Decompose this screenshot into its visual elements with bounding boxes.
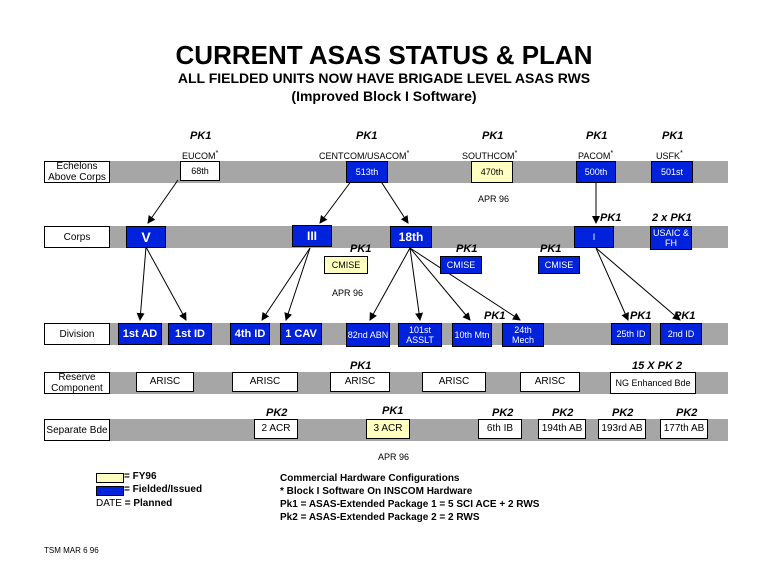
pk1-cmise-2: PK1 [456,243,478,255]
div-101st: 101st ASSLT [398,323,442,347]
legend-date: DATE = Planned [96,498,173,509]
div-1st-ad: 1st AD [118,323,162,345]
pk1-usaic: 2 x PK1 [652,212,692,224]
div-1st-id: 1st ID [168,323,212,345]
reserve-arisc-4: ARISC [422,372,486,392]
line-centcom-18 [379,179,409,224]
pk2-2acr: PK2 [266,407,288,419]
line-18-24 [409,247,521,321]
sep-6th-ib: 6th IB [478,419,522,439]
cmise-yellow: CMISE [324,256,368,274]
corps-iii: III [292,225,332,247]
pk2-6th: PK2 [492,407,514,419]
date-470th: APR 96 [478,194,510,204]
unit-513th: 513th [346,161,388,183]
line-iii-1cav [284,247,311,321]
page-subtitle-2: (Improved Block I Software) [291,88,477,104]
pk1-25th: PK1 [630,310,652,322]
command-centcom: CENTCOM/USACOM* [319,148,410,161]
footer: TSM MAR 6 96 [44,546,99,555]
command-southcom: SOUTHCOM* [462,148,518,161]
sep-3-acr: 3 ACR [366,419,410,439]
pk2-177th: PK2 [676,407,698,419]
line-18-101 [409,247,423,321]
note-3: Pk1 = ASAS-Extended Package 1 = 5 SCI AC… [280,499,540,510]
div-4th-id: 4th ID [230,323,270,345]
date-cmise: APR 96 [332,288,364,298]
pk1-2nd-id: PK1 [674,310,696,322]
date-3acr: APR 96 [378,452,410,462]
pk1-southcom: PK1 [482,130,504,142]
sep-2-acr: 2 ACR [254,419,298,439]
note-1: Commercial Hardware Configurations [280,473,460,484]
legend-fielded: = Fielded/Issued [124,484,203,495]
sep-177th-ab: 177th AB [660,419,708,439]
pk1-eucom: PK1 [190,130,212,142]
unit-68th: 68th [180,161,220,181]
page-title: CURRENT ASAS STATUS & PLAN [175,40,593,70]
pk1-cmise-1: PK1 [350,243,372,255]
div-25th: 25th ID [611,323,651,345]
sep-193rd-ab: 193rd AB [598,419,646,439]
unit-470th: 470th [471,161,513,183]
note-2: * Block I Software On INSCOM Hardware [280,486,473,497]
command-eucom: EUCOM* [182,148,219,161]
pk1-i: PK1 [600,212,622,224]
eac-band [90,161,728,183]
pk2-194th: PK2 [552,407,574,419]
unit-501st: 501st [651,161,693,183]
reserve-arisc-1: ARISC [136,372,194,392]
pk1-10th: PK1 [484,310,506,322]
line-v-1id [145,246,187,321]
pk1-centcom: PK1 [356,130,378,142]
div-24th: 24th Mech [502,323,544,347]
row-label-corps: Corps [44,226,110,248]
legend-fy96: = FY96 [124,471,157,482]
pk1-3acr: PK1 [382,405,404,417]
command-pacom: PACOM* [578,148,614,161]
row-label-sepbde: Separate Bde [44,419,110,441]
reserve-arisc-2: ARISC [232,372,298,392]
reserve-arisc-3: ARISC [330,372,390,392]
cmise-blue-2: CMISE [538,256,580,274]
pk2-193rd: PK2 [612,407,634,419]
line-18-10 [409,247,471,321]
page-subtitle: ALL FIELDED UNITS NOW HAVE BRIGADE LEVEL… [177,70,591,86]
line-iii-4id [261,247,311,321]
pk1-cmise-3: PK1 [540,243,562,255]
legend-swatch-fielded [96,486,124,496]
pk2-ng: 15 X PK 2 [632,360,683,372]
line-i-2id [595,247,681,321]
div-1-cav: 1 CAV [280,323,322,345]
reserve-ng-enhanced: NG Enhanced Bde [610,372,696,394]
pk1-usfk: PK1 [662,130,684,142]
div-2nd-id: 2nd ID [660,323,702,345]
reserve-arisc-5: ARISC [520,372,580,392]
note-4: Pk2 = ASAS-Extended Package 2 = 2 RWS [280,512,480,523]
corps-i: I [574,226,614,248]
div-82nd: 82nd ABN [346,323,390,347]
corps-18th: 18th [390,226,432,248]
row-label-reserve: Reserve Component [44,372,110,394]
line-18-82 [369,247,411,321]
pk1-reserve: PK1 [350,360,372,372]
div-10th: 10th Mtn [452,323,492,347]
cmise-blue-1: CMISE [440,256,482,274]
line-i-25 [595,247,629,321]
notes-block: Commercial Hardware Configurations * Blo… [280,472,539,524]
sep-194th-ab: 194th AB [538,419,586,439]
legend-swatch-fy96 [96,473,124,483]
corps-usaic: USAIC & FH [650,226,692,250]
row-label-division: Division [44,323,110,345]
command-usfk: USFK* [656,148,683,161]
line-eucom-v [147,179,179,224]
corps-v: V [126,226,166,248]
row-label-eac: Echelons Above Corps [44,161,110,183]
unit-500th: 500th [576,161,616,183]
pk1-pacom: PK1 [586,130,608,142]
line-centcom-iii [319,179,353,224]
line-v-1ad [136,246,147,321]
